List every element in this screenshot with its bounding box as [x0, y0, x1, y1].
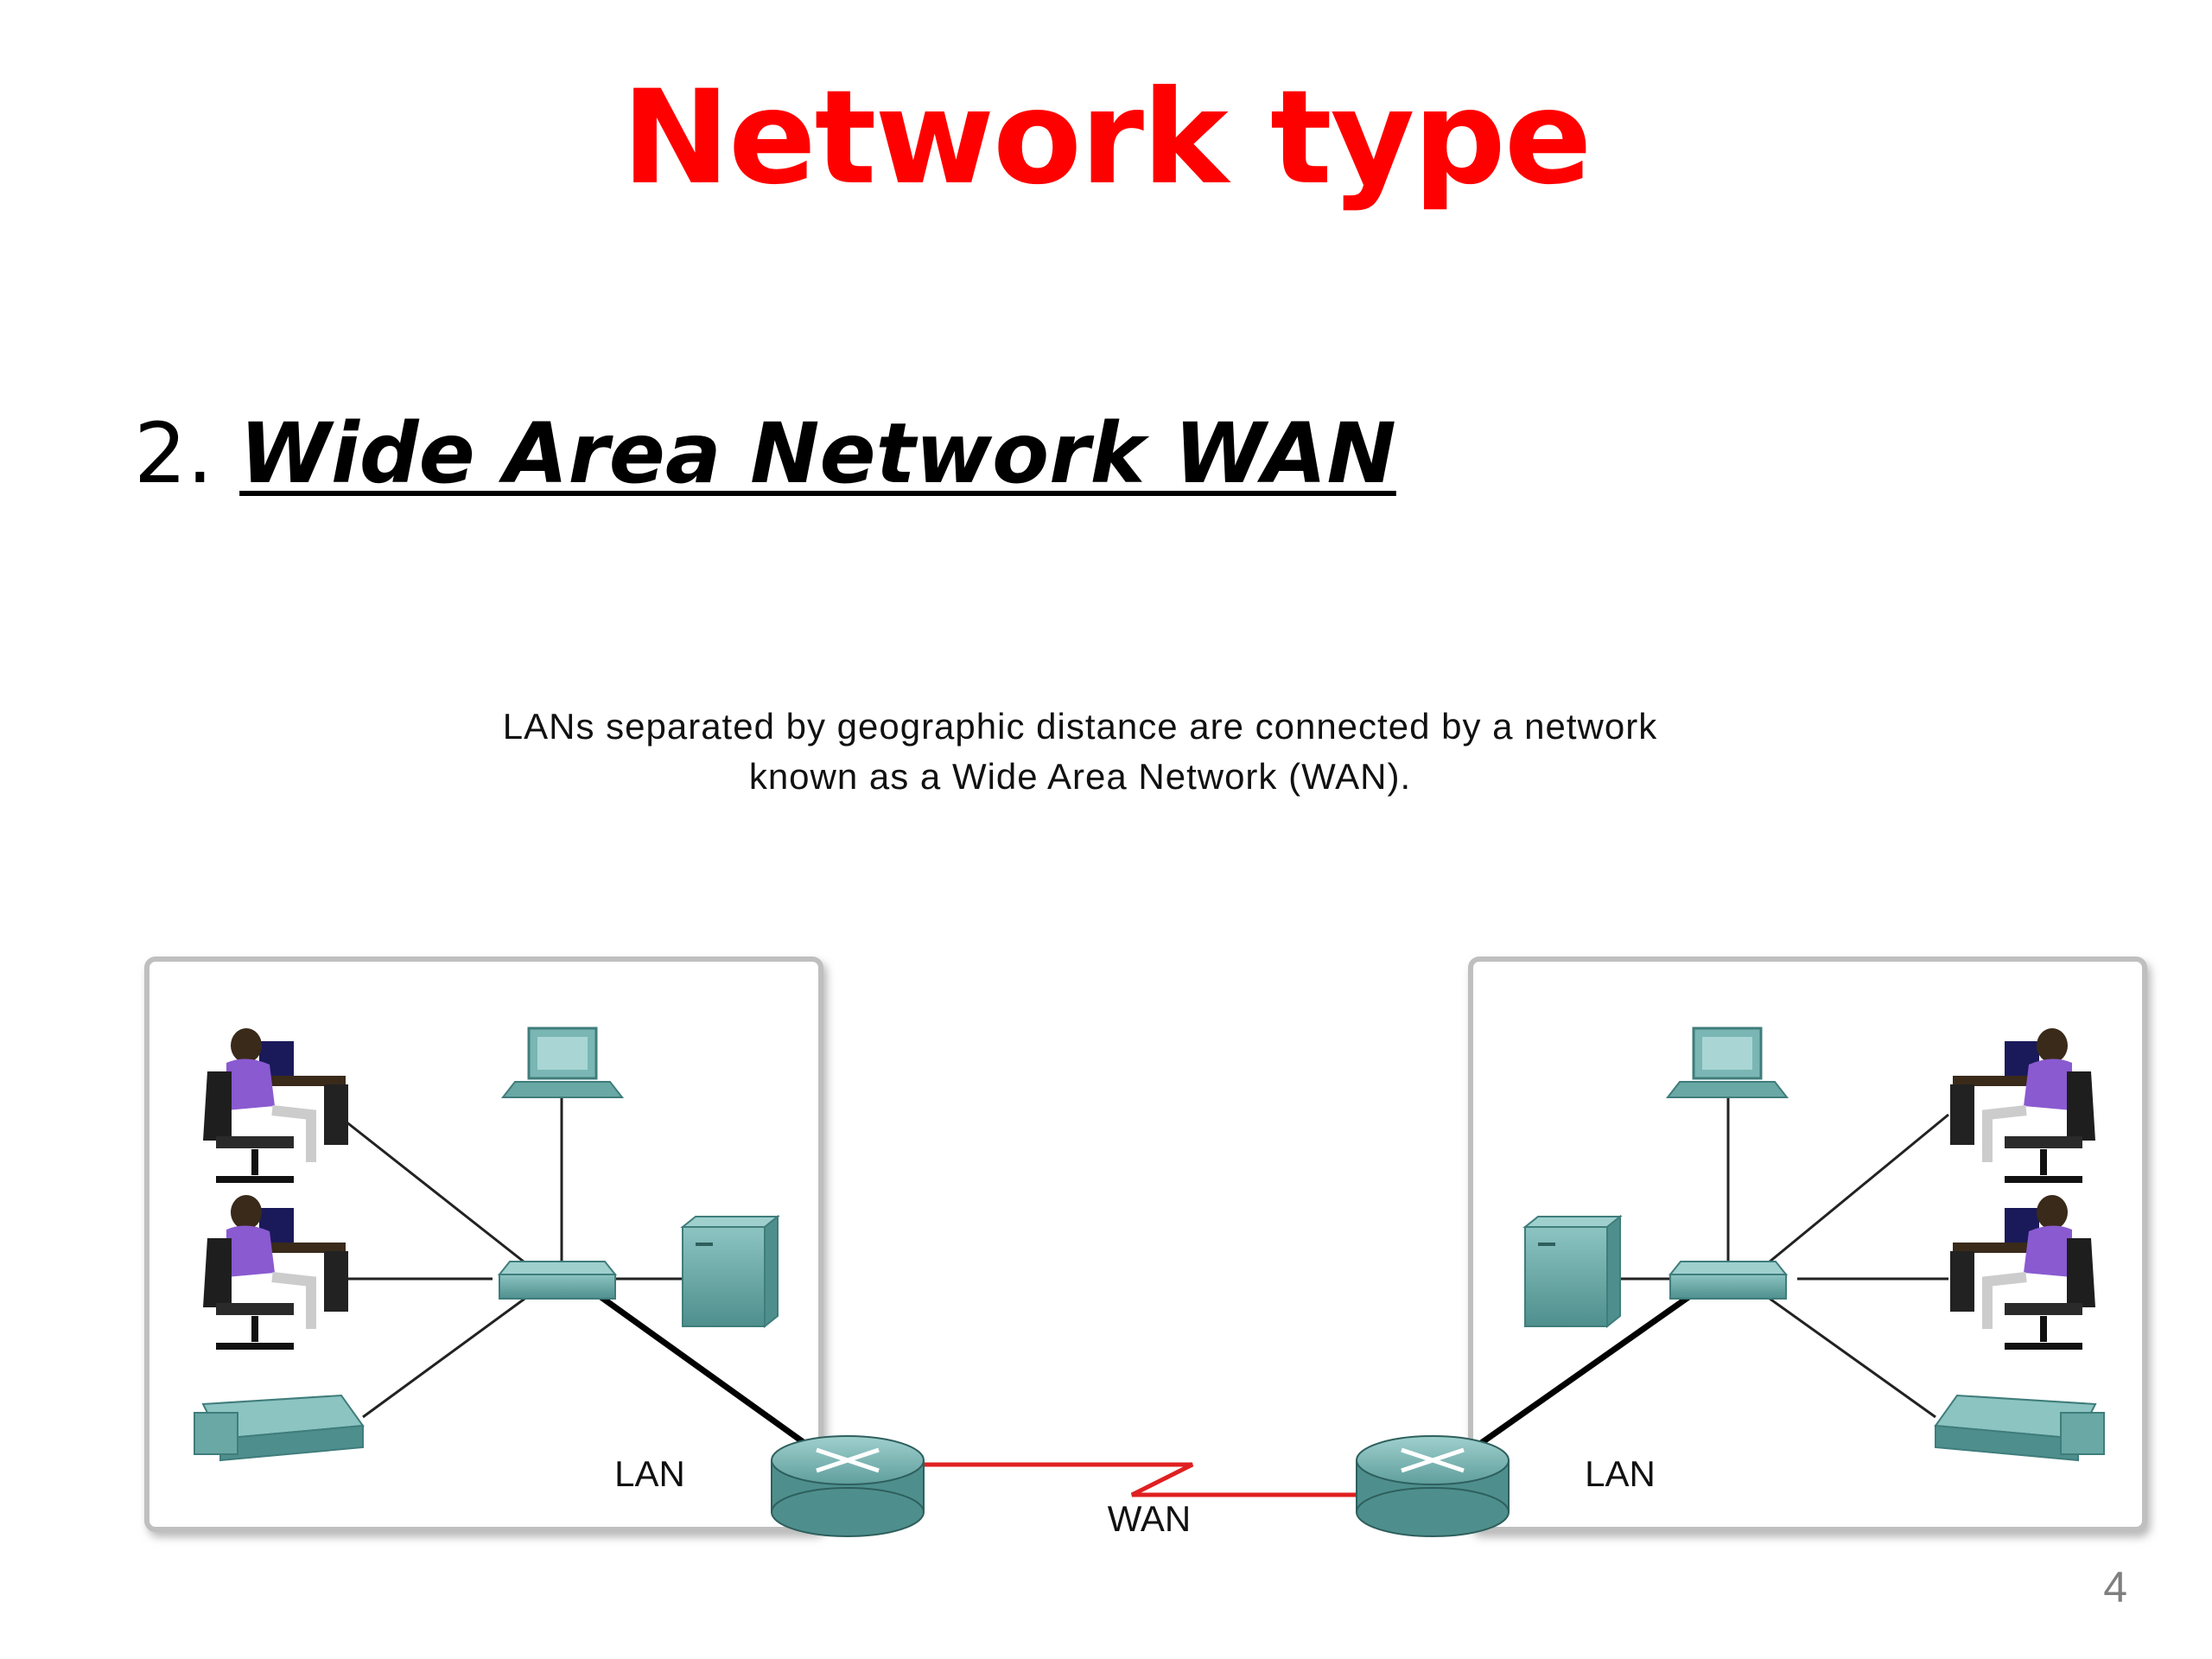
right-lan-label: LAN	[1585, 1453, 1656, 1494]
right-switch	[1668, 1261, 1789, 1300]
left-lan-label: LAN	[614, 1453, 685, 1494]
right-user-workstation-1	[1950, 1028, 2095, 1183]
caption-line-2: known as a Wide Area Network (WAN).	[748, 756, 1412, 797]
diagram-caption: LANs separated by geographic distance ar…	[259, 702, 1901, 802]
caption-line-1: LANs separated by geographic distance ar…	[502, 706, 1658, 747]
wan-diagram: LAN LAN WAN	[0, 933, 2212, 1590]
section-heading: 2. Wide Area Network WAN	[134, 402, 1396, 505]
left-lan-links	[336, 1084, 683, 1419]
left-user-workstation-1	[203, 1028, 348, 1183]
right-router	[1356, 1435, 1510, 1537]
right-desktop-pc	[1665, 1027, 1789, 1098]
wan-label: WAN	[1108, 1498, 1191, 1539]
left-ip-phone	[194, 1394, 365, 1462]
left-lan-box	[144, 957, 823, 1532]
right-ip-phone	[1934, 1394, 2105, 1462]
wan-link	[925, 1462, 1365, 1497]
heading-text: Wide Area Network WAN	[239, 405, 1396, 502]
left-server	[680, 1214, 780, 1329]
right-lan-links	[1607, 1084, 1949, 1419]
left-user-workstation-2	[203, 1195, 348, 1350]
right-lan-box	[1468, 957, 2147, 1532]
left-switch-router-link	[585, 1285, 819, 1454]
heading-number: 2.	[134, 405, 213, 502]
left-desktop-pc	[500, 1027, 625, 1098]
right-switch-router-link	[1466, 1285, 1705, 1454]
left-router	[771, 1435, 925, 1537]
slide-title: Network type	[621, 63, 1592, 213]
right-server	[1522, 1214, 1623, 1329]
page-number: 4	[2103, 1563, 2127, 1611]
right-user-workstation-2	[1950, 1195, 2095, 1350]
left-switch	[497, 1261, 618, 1300]
